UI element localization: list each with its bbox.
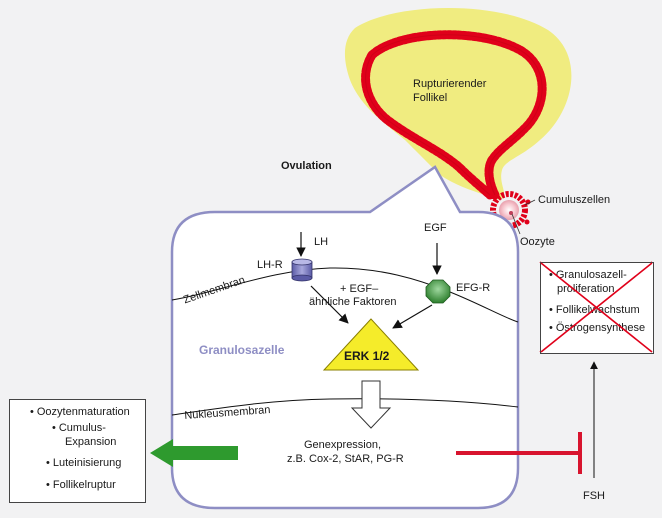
follicle-label-line1: Rupturierender <box>413 78 487 90</box>
oocyte-pointer <box>511 213 521 235</box>
egf-factors-line2: ähnliche Faktoren <box>309 296 397 308</box>
fsh-label: FSH <box>583 490 605 502</box>
nuclear-membrane-line <box>171 398 519 416</box>
cumulus-label: Cumuluszellen <box>538 194 611 206</box>
lh-receptor-label: LH-R <box>257 259 283 271</box>
egf-label: EGF <box>424 222 447 234</box>
erk-to-nucleus-arrow <box>350 380 392 429</box>
effects-item: •Cumulus- <box>52 422 106 434</box>
oocyte-icon <box>499 200 519 220</box>
inhibited-box: •Granulosazell- proliferation •Follikelw… <box>540 262 654 354</box>
follicle-label-line2: Follikel <box>413 92 448 104</box>
inhibited-item-continuation: proliferation <box>557 283 615 295</box>
inhibited-item: •Follikelwachstum <box>549 304 640 316</box>
egf-to-erk-arrow <box>392 304 433 329</box>
effects-box: •Oozytenmaturation •Cumulus- Expansion •… <box>9 399 146 503</box>
cumulus-cell <box>524 219 530 225</box>
cumulus-pointer <box>524 199 536 206</box>
granulosa-cell-outline <box>170 165 520 510</box>
follicle-body <box>344 8 572 200</box>
cell-membrane-line <box>171 267 519 323</box>
gene-expression-line2: z.B. Cox-2, StAR, PG-R <box>287 453 404 465</box>
inhibited-item: •Granulosazell- <box>549 269 627 281</box>
lh-to-erk-arrow <box>310 285 349 324</box>
effects-item: •Oozytenmaturation <box>30 406 130 418</box>
inhibited-item: •Östrogensynthese <box>549 322 646 334</box>
effects-item-continuation: Expansion <box>65 436 117 448</box>
lh-label: LH <box>314 236 329 248</box>
ovulation-label: Ovulation <box>281 160 332 172</box>
oocyte-label: Oozyte <box>520 236 555 248</box>
gene-expression-line1: Genexpression, <box>304 439 382 451</box>
erk-triangle <box>322 318 420 371</box>
green-effects-arrow <box>150 439 238 467</box>
granulosa-cell-label: Granulosazelle <box>199 343 285 357</box>
egf-receptor-icon <box>425 279 451 304</box>
egf-factors-line1: + EGF– <box>340 283 379 295</box>
effects-item: •Luteinisierung <box>46 457 122 469</box>
effects-item: •Follikelruptur <box>46 479 116 491</box>
erk-label: ERK 1/2 <box>344 349 390 363</box>
lh-receptor-icon <box>291 258 313 282</box>
egf-receptor-label: EFG-R <box>456 282 491 294</box>
rupturing-follicle <box>344 8 572 200</box>
